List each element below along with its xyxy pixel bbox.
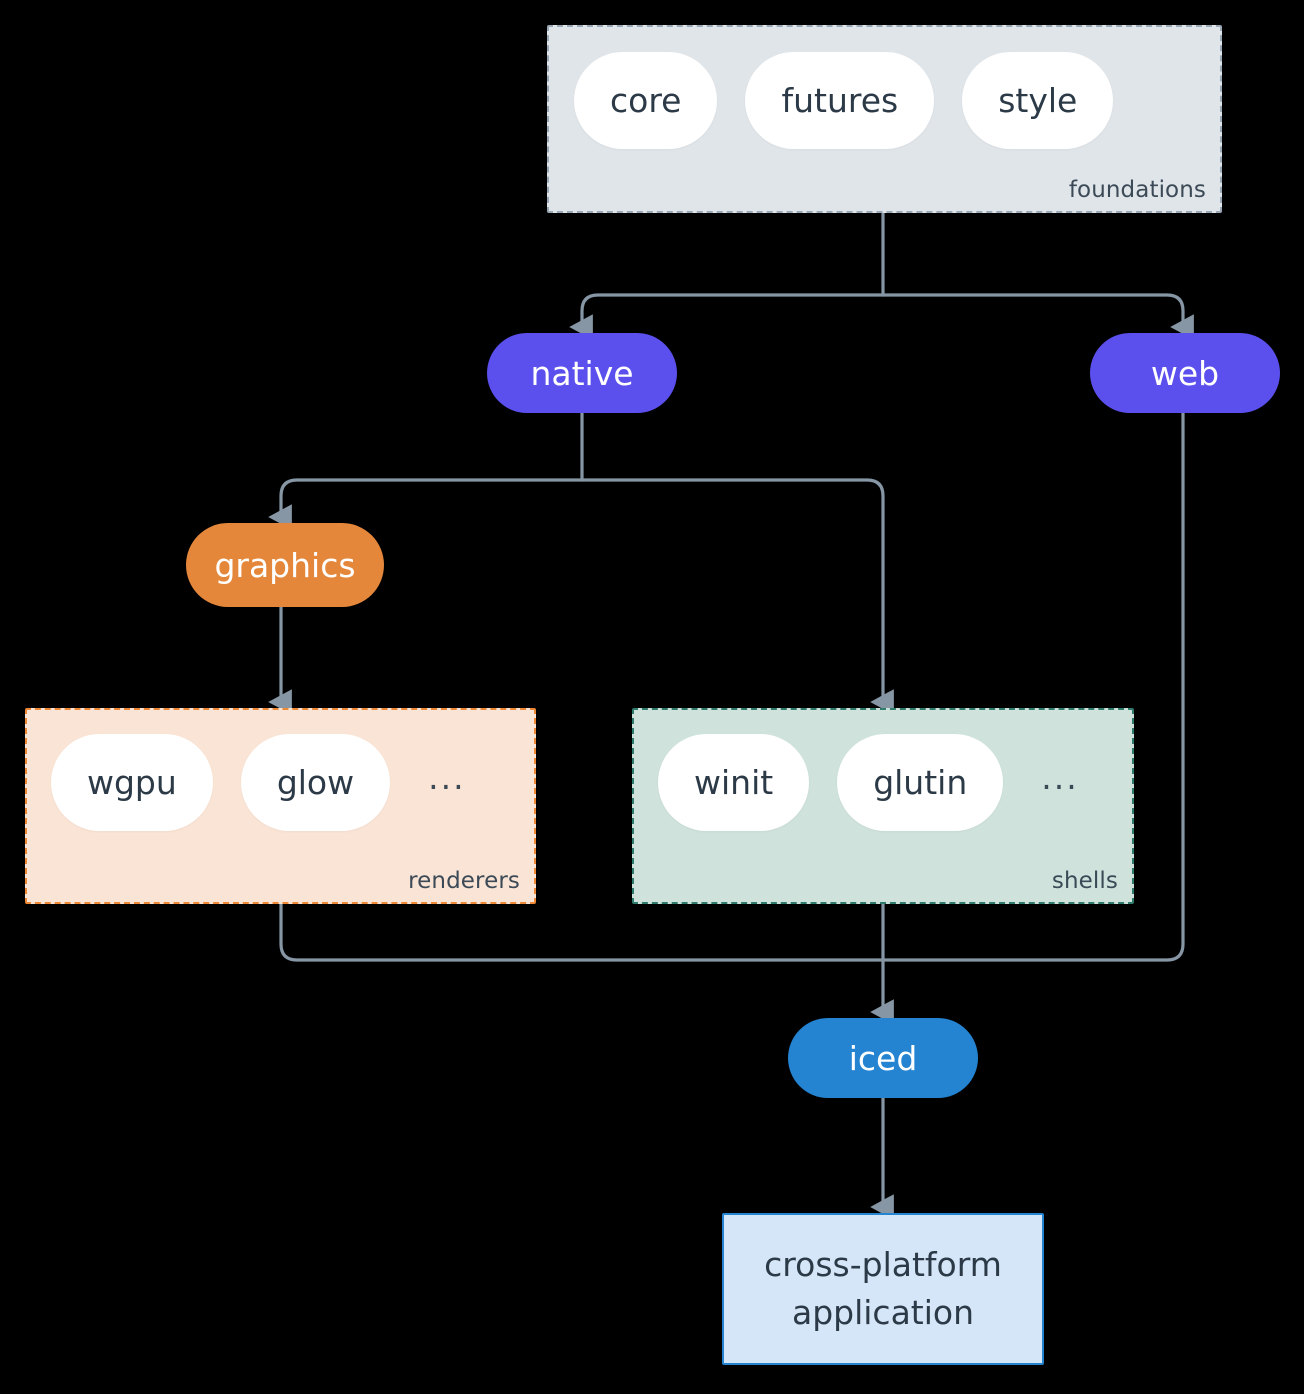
renderers-items: wgpu glow ... [51, 734, 476, 831]
pill-futures[interactable]: futures [745, 52, 935, 149]
group-shells: winit glutin ... shells [632, 708, 1134, 904]
edge-native-to-graphics [268, 478, 584, 530]
pill-style[interactable]: style [962, 52, 1114, 149]
group-renderers: wgpu glow ... renderers [25, 708, 536, 904]
node-web[interactable]: web [1090, 333, 1280, 413]
pill-wgpu[interactable]: wgpu [51, 734, 213, 831]
group-foundations: core futures style foundations [547, 25, 1222, 213]
pill-core[interactable]: core [574, 52, 718, 149]
edge-native-to-shells [580, 478, 894, 715]
group-label-renderers: renderers [408, 868, 520, 894]
pill-glow[interactable]: glow [240, 734, 391, 831]
node-graphics[interactable]: graphics [186, 523, 384, 607]
pill-glutin[interactable]: glutin [837, 734, 1004, 831]
node-web-label: web [1150, 353, 1220, 393]
edge-renderers-to-iced [279, 902, 885, 962]
node-graphics-label: graphics [214, 545, 356, 585]
node-native[interactable]: native [487, 333, 677, 413]
shells-ellipsis: ... [1041, 758, 1079, 797]
shells-items: winit glutin ... [658, 734, 1089, 831]
node-cross-platform-application[interactable]: cross-platform application [722, 1213, 1044, 1365]
node-iced[interactable]: iced [788, 1018, 978, 1098]
pill-winit[interactable]: winit [658, 734, 810, 831]
edge-foundations-to-web [881, 293, 1194, 340]
group-label-shells: shells [1051, 868, 1118, 894]
application-label-line1: cross-platform [764, 1245, 1002, 1285]
renderers-ellipsis: ... [428, 758, 466, 797]
group-label-foundations: foundations [1068, 177, 1206, 203]
application-label-line2: application [791, 1293, 975, 1332]
foundations-items: core futures style [574, 52, 1114, 149]
node-native-label: native [530, 353, 634, 393]
node-iced-label: iced [848, 1038, 918, 1078]
edge-foundations-to-native [569, 293, 885, 340]
